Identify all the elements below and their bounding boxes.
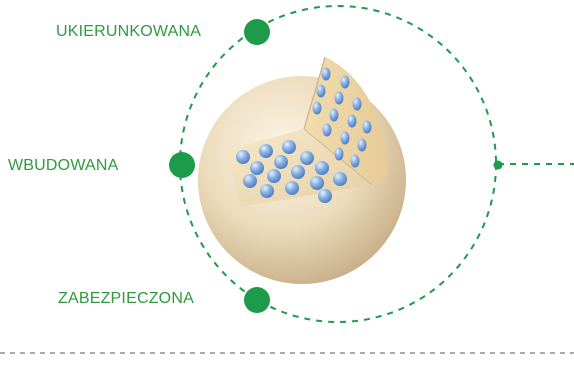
dot-right-marker bbox=[494, 161, 503, 170]
label-ukierunkowana: UKIERUNKOWANA bbox=[56, 23, 201, 41]
dot-middle-marker bbox=[169, 152, 195, 178]
label-zabezpieczona: ZABEZPIECZONA bbox=[58, 290, 194, 308]
dot-top-marker bbox=[244, 19, 270, 45]
sphere-illustration bbox=[198, 57, 406, 284]
label-wbudowana: WBUDOWANA bbox=[8, 157, 119, 175]
dot-bottom-marker bbox=[244, 287, 270, 313]
